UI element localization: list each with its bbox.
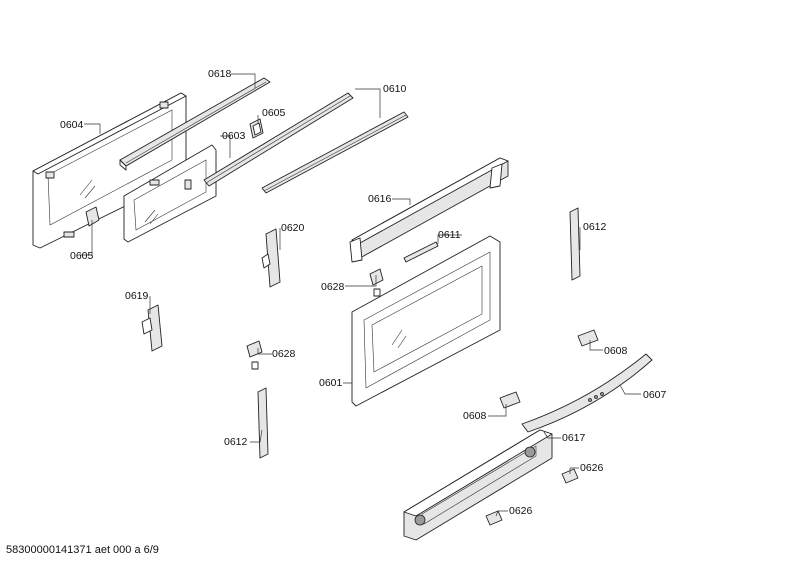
callout-0608-upper: 0608 xyxy=(604,345,628,357)
part-0608-clip-upper xyxy=(577,329,599,347)
part-0601-door-frame xyxy=(351,235,501,407)
callout-0616: 0616 xyxy=(368,193,392,205)
callout-0601: 0601 xyxy=(319,377,343,389)
part-0605-clip-upper xyxy=(249,118,264,139)
part-0603-inner-glass-panel xyxy=(123,144,217,243)
callout-0618: 0618 xyxy=(208,68,232,80)
part-0617-lower-trim xyxy=(403,429,553,541)
callout-0626-lower: 0626 xyxy=(509,505,533,517)
callout-0605-upper: 0605 xyxy=(262,107,286,119)
leader-lines xyxy=(80,73,641,517)
part-0610-rail-upper xyxy=(203,92,354,187)
callout-0604: 0604 xyxy=(60,119,84,131)
callout-0612-left: 0612 xyxy=(224,436,248,448)
callout-0619: 0619 xyxy=(125,290,149,302)
part-0616-upper-bar xyxy=(349,157,509,263)
callout-0620: 0620 xyxy=(281,222,305,234)
part-0612-side-strip-right xyxy=(569,207,581,281)
callout-0628-lower: 0628 xyxy=(272,348,296,360)
part-0605-clip-lower xyxy=(85,206,100,227)
part-0611-strip xyxy=(403,241,439,263)
part-0618-rail xyxy=(119,77,271,171)
callout-0612-right: 0612 xyxy=(583,221,607,233)
drawing-reference-footer: 58300000141371 aet 000 a 6/9 xyxy=(6,544,159,556)
part-0619-hinge xyxy=(141,304,163,352)
callout-0605-lower: 0605 xyxy=(70,250,94,262)
part-0607-handle xyxy=(521,353,653,433)
callout-0607: 0607 xyxy=(643,389,667,401)
part-0604-outer-glass-panel xyxy=(32,92,187,249)
part-0610-rail-lower xyxy=(261,111,409,194)
callout-0611: 0611 xyxy=(438,229,461,241)
part-0626-clip-lower xyxy=(485,510,503,526)
part-0608-clip-lower xyxy=(499,391,521,409)
callout-0628-upper: 0628 xyxy=(321,281,345,293)
callout-0610: 0610 xyxy=(383,83,407,95)
part-0628-bracket-upper xyxy=(369,268,384,297)
part-0620-hinge xyxy=(261,228,281,288)
part-0628-bracket-lower xyxy=(246,340,263,370)
callout-0608-lower: 0608 xyxy=(463,410,487,422)
callout-0626-upper: 0626 xyxy=(580,462,604,474)
callout-0603: 0603 xyxy=(222,130,246,142)
callout-0617: 0617 xyxy=(562,432,586,444)
part-0612-side-strip-left xyxy=(257,387,269,459)
callout-labels: 0618 0610 0605 0604 0603 0605 0616 0611 … xyxy=(60,68,667,517)
